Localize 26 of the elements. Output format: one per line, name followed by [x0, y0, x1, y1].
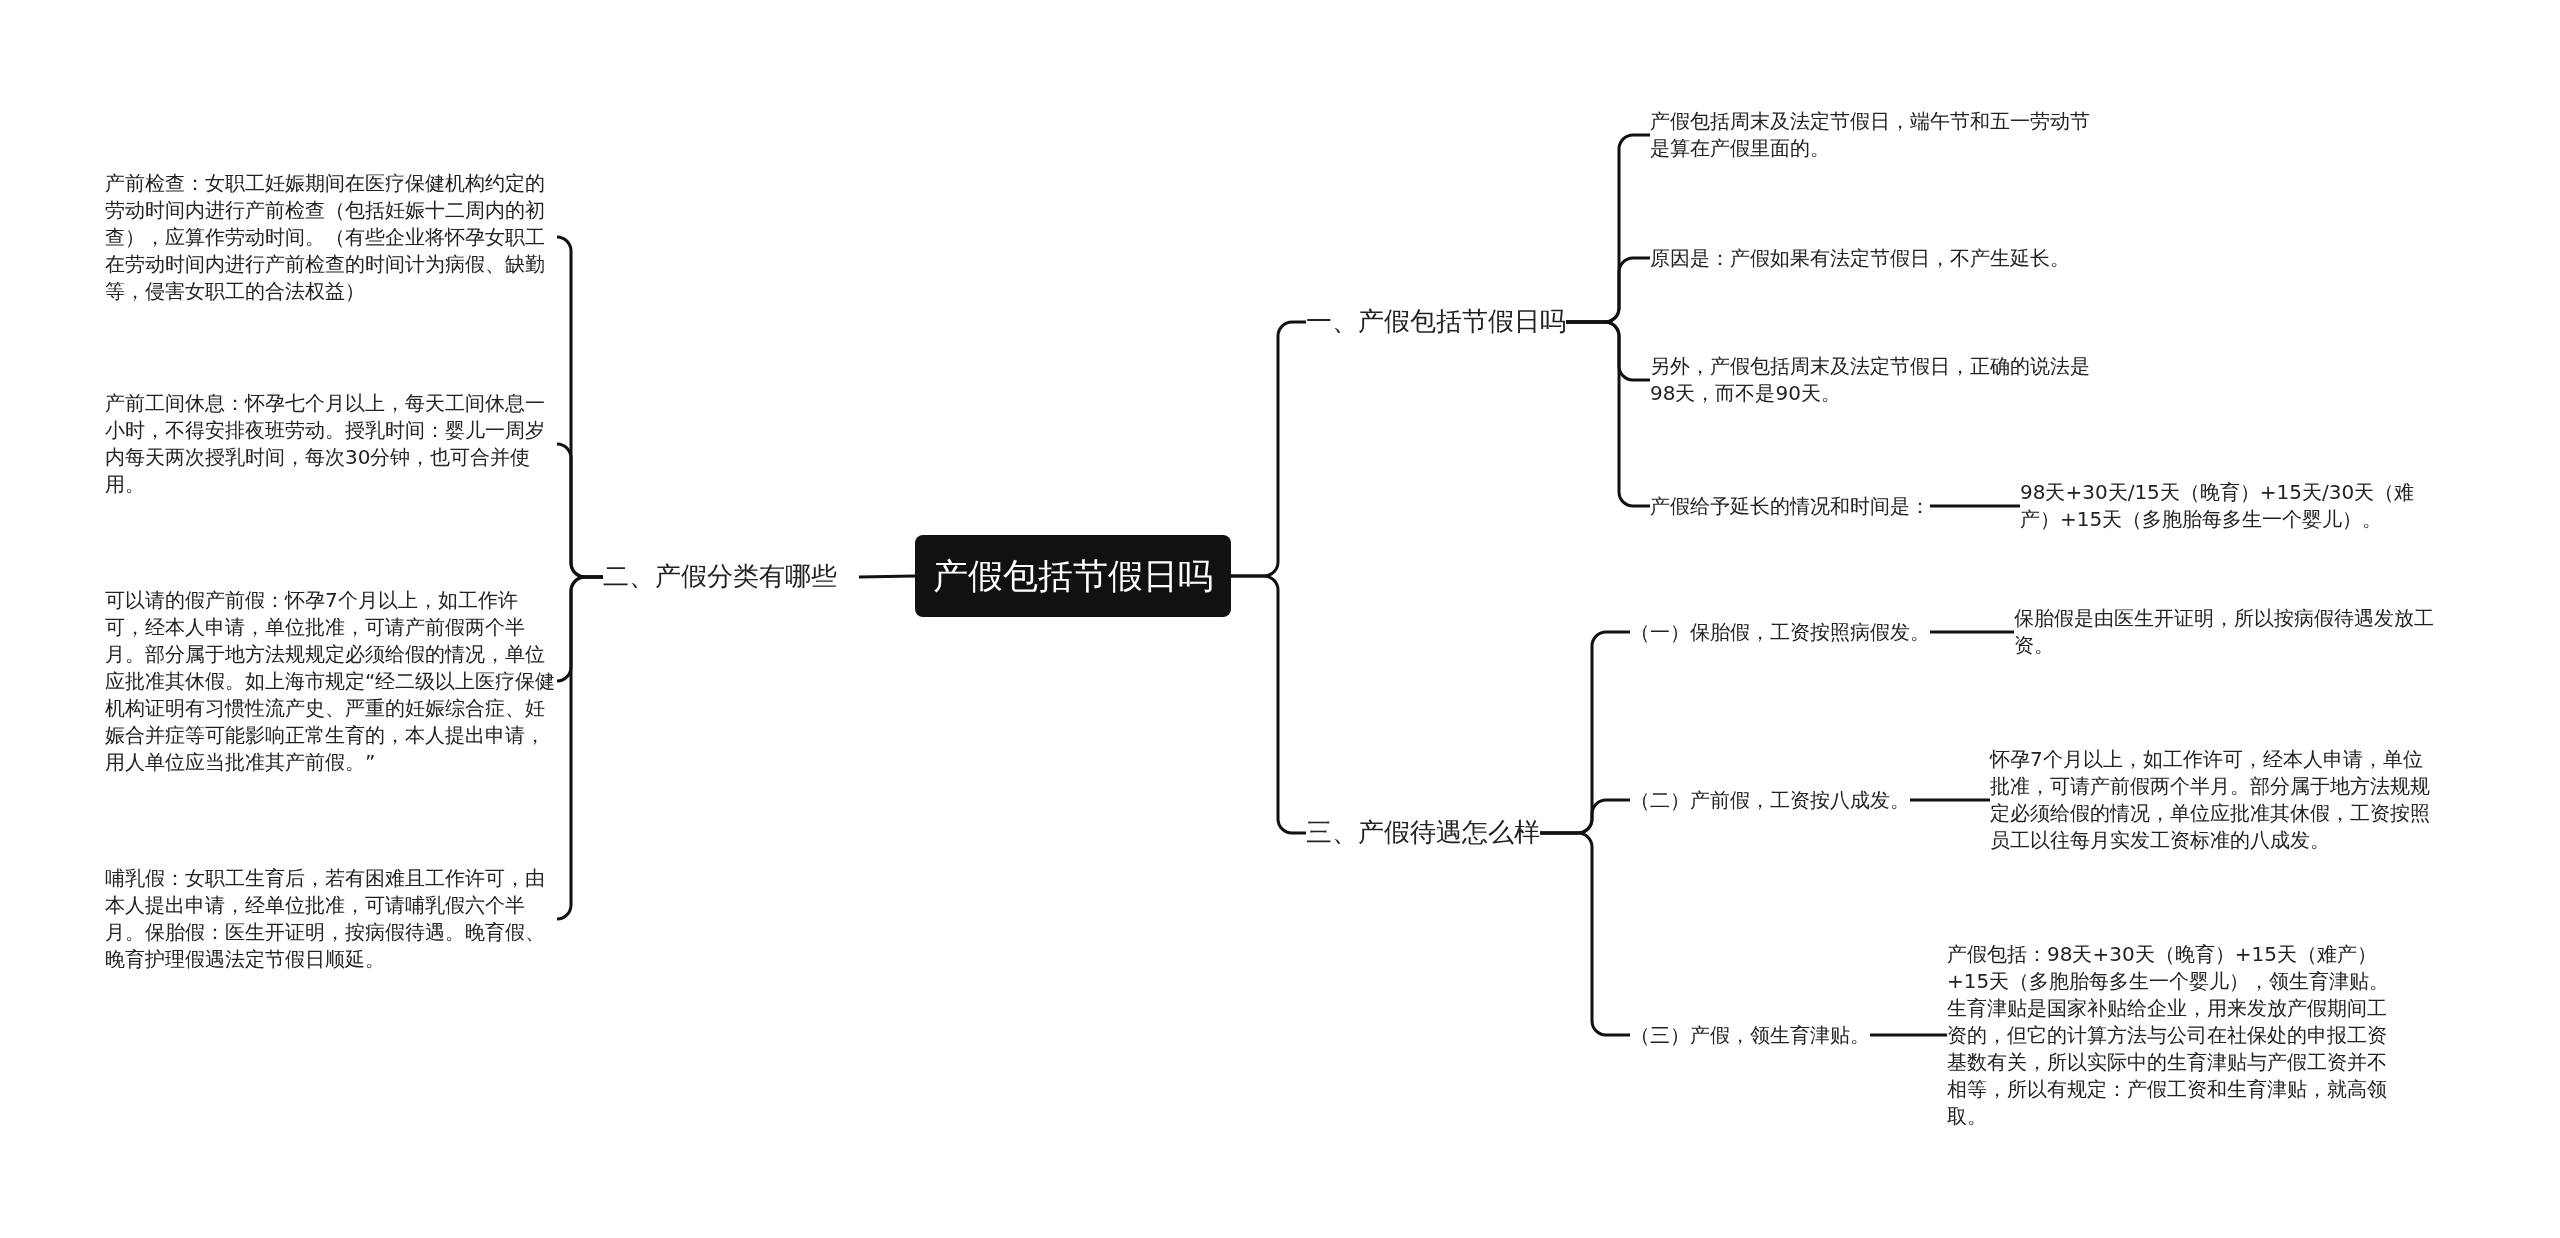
- subtopic-text: （三）产假，领生育津贴。: [1630, 1021, 1870, 1049]
- connector-line: [555, 575, 603, 921]
- topic-text: 产前检查：女职工妊娠期间在医疗保健机构约定的劳动时间内进行产前检查（包括妊娠十二周内的初查），应算作劳动时间。（有些企业将怀孕女职工在劳动时间内进行产前检查的时间计为病假、缺勤等，侵害女职工的合法权益）: [105, 169, 557, 305]
- topic-text: 保胎假是由医生开证明，所以按病假待遇发放工资。: [2014, 605, 2464, 659]
- topic-text: 原因是：产假如果有法定节假日，不产生延长。: [1650, 244, 2105, 272]
- connector-line: [1870, 1033, 1947, 1037]
- subtopic-text: 产假给予延长的情况和时间是：: [1650, 492, 1930, 520]
- connector-line: [1910, 798, 1990, 802]
- topic-text: 产假包括：98天+30天（晚育）+15天（难产）+15天（多胞胎每多生一个婴儿），领生育津贴。生育津贴是国家补贴给企业，用来发放产假期间工资的，但它的计算方法与公司在社保处的申报工资基数有关，所以实际中的生育津贴与产假工资并不相等，所以有规定：产假工资和生育津贴，就高领取。: [1947, 940, 2397, 1130]
- topic-text: 可以请的假产前假：怀孕7个月以上，如工作许可，经本人申请，单位批准，可请产前假两个半月。部分属于地方法规规定必须给假的情况，单位应批准其休假。如上海市规定“经二级以上医疗保健机构证明有习惯性流产史、严重的妊娠综合症、妊娠合并症等可能影响正常生育的，本人提出申请，用人单位应当批准其产前假。”: [105, 586, 557, 776]
- branch-topic: 一、产假包括节假日吗: [1306, 302, 1566, 342]
- connector-line: [858, 574, 916, 579]
- topic-text: 产假包括周末及法定节假日，端午节和五一劳动节是算在产假里面的。: [1650, 108, 2105, 162]
- connector-line: [1930, 504, 2020, 508]
- subtopic-text: （二）产前假，工资按八成发。: [1630, 786, 1910, 814]
- central-topic: 产假包括节假日吗: [915, 535, 1231, 617]
- topic-text: 哺乳假：女职工生育后，若有困难且工作许可，由本人提出申请，经单位批准，可请哺乳假六个半月。保胎假：医生开证明，按病假待遇。晚育假、晚育护理假遇法定节假日顺延。: [105, 865, 557, 973]
- topic-text: 98天+30天/15天（晚育）+15天/30天（难产）+15天（多胞胎每多生一个婴儿）。: [2020, 479, 2440, 533]
- branch-topic: 三、产假待遇怎么样: [1306, 813, 1540, 853]
- topic-text: 产前工间休息：怀孕七个月以上，每天工间休息一小时，不得安排夜班劳动。授乳时间：婴儿一周岁内每天两次授乳时间，每次30分钟，也可合并使用。: [105, 390, 557, 498]
- branch-topic: 二、产假分类有哪些: [603, 557, 859, 597]
- topic-text: 怀孕7个月以上，如工作许可，经本人申请，单位批准，可请产前假两个半月。部分属于地方法规规定必须给假的情况，单位应批准其休假，工资按照员工以往每月实发工资标准的八成发。: [1990, 746, 2440, 854]
- connector-line: [1930, 630, 2014, 634]
- subtopic-text: （一）保胎假，工资按照病假发。: [1630, 618, 1930, 646]
- topic-text: 另外，产假包括周末及法定节假日，正确的说法是98天，而不是90天。: [1650, 353, 2105, 407]
- connector-line: [1540, 831, 1630, 1037]
